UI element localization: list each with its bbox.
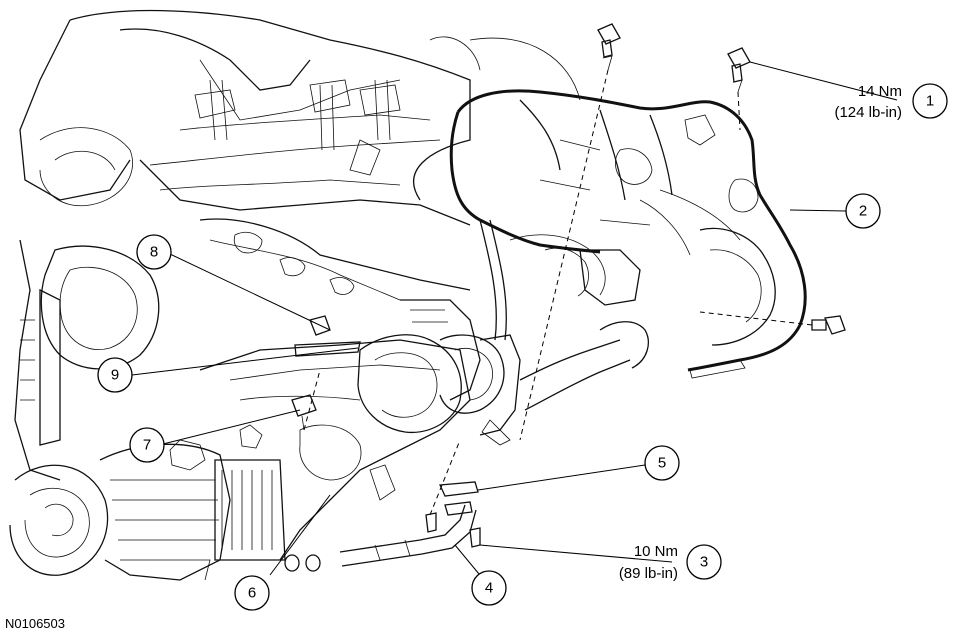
torque-spec-3: 10 Nm (89 lb-in) bbox=[619, 543, 678, 582]
callout-3: 3 bbox=[686, 544, 722, 580]
callout-2: 2 bbox=[845, 193, 881, 229]
callout-9-number: 9 bbox=[111, 367, 119, 384]
callout-8: 8 bbox=[136, 234, 172, 270]
torque-spec-1-lbin: (124 lb-in) bbox=[834, 104, 902, 121]
bolt-3 bbox=[425, 512, 481, 548]
callout-5-number: 5 bbox=[658, 455, 666, 472]
exhaust-manifold-heat-shield bbox=[449, 89, 807, 379]
callout-1-number: 1 bbox=[926, 93, 934, 110]
gasket-5 bbox=[439, 481, 479, 516]
bolt-top-right bbox=[727, 47, 751, 93]
callout-6-number: 6 bbox=[248, 585, 256, 602]
callout-9: 9 bbox=[97, 357, 133, 393]
callout-7: 7 bbox=[129, 427, 165, 463]
torque-spec-1: 14 Nm (124 lb-in) bbox=[834, 83, 902, 121]
callout-6: 6 bbox=[234, 575, 270, 611]
bolt-side bbox=[811, 315, 846, 335]
callout-4-number: 4 bbox=[485, 580, 493, 597]
torque-spec-1-nm: 14 Nm bbox=[858, 83, 902, 100]
nut-9 bbox=[294, 315, 361, 357]
callout-4: 4 bbox=[471, 570, 507, 606]
torque-spec-3-lbin: (89 lb-in) bbox=[619, 565, 678, 582]
callout-2-number: 2 bbox=[859, 203, 867, 220]
oil-return-tube-4 bbox=[339, 504, 477, 567]
leader-lines bbox=[131, 61, 898, 576]
callout-3-number: 3 bbox=[700, 554, 708, 571]
callout-8-number: 8 bbox=[150, 244, 158, 261]
bolt-top-left bbox=[597, 23, 621, 71]
callout-5: 5 bbox=[644, 445, 680, 481]
torque-spec-3-nm: 10 Nm bbox=[634, 543, 678, 560]
callout-1: 1 bbox=[912, 83, 948, 119]
figure-id: N0106503 bbox=[5, 616, 65, 631]
o-rings-6 bbox=[284, 554, 321, 572]
engine-block-art bbox=[9, 9, 649, 581]
callout-7-number: 7 bbox=[143, 437, 151, 454]
